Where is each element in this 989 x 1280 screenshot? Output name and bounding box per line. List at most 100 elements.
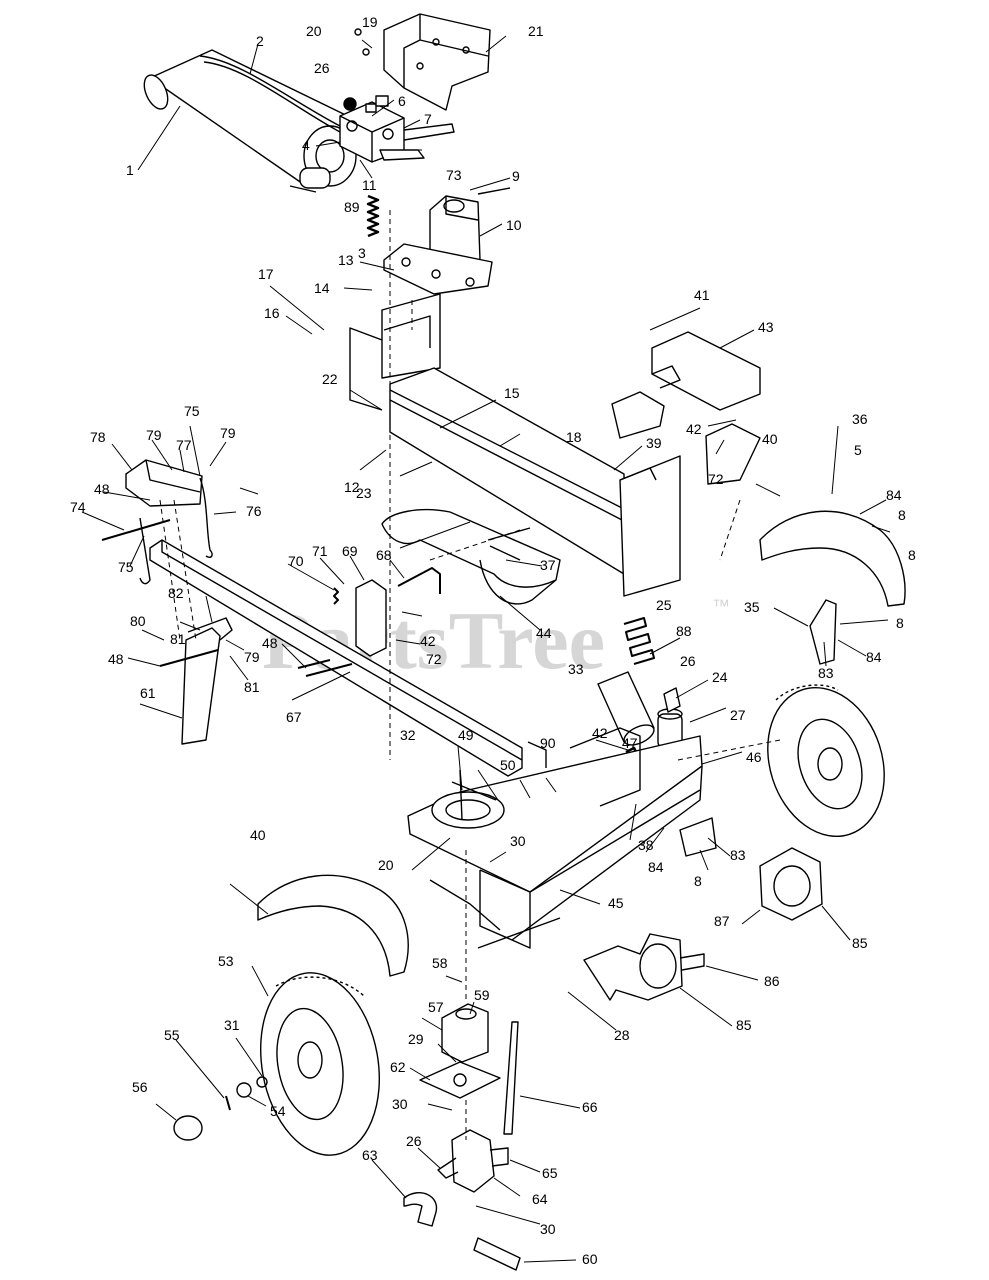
part-suction-hose — [403, 1192, 438, 1227]
part-fender-left — [257, 874, 409, 977]
callout-c38: 38 — [638, 837, 654, 853]
part-beam-bracket — [611, 331, 761, 485]
callout-c56: 56 — [132, 1079, 148, 1095]
callout-c86: 86 — [764, 973, 780, 989]
callout-c64: 64 — [532, 1191, 548, 1207]
callout-c41: 41 — [694, 287, 710, 303]
callout-c77: 77 — [176, 437, 192, 453]
callout-c22: 22 — [322, 371, 338, 387]
part-wheel-right — [767, 684, 885, 838]
callout-c50: 50 — [500, 757, 516, 773]
callout-c83b: 83 — [730, 847, 746, 863]
callout-c26a: 26 — [314, 60, 330, 76]
callout-c42a: 42 — [686, 421, 702, 437]
part-main-beam — [349, 293, 681, 597]
callout-labels: 1234567888891011121314151617181920202122… — [70, 14, 916, 1267]
callout-c89: 89 — [344, 199, 360, 215]
part-log-cradle — [381, 509, 561, 605]
parts-drawing — [81, 13, 906, 1271]
callout-c48a: 48 — [94, 481, 110, 497]
callout-c8a: 8 — [908, 547, 916, 563]
callout-c84c: 84 — [648, 859, 664, 875]
callout-c59: 59 — [474, 987, 490, 1003]
part-latch-block — [355, 579, 387, 657]
callout-c76: 76 — [246, 503, 262, 519]
callout-c55: 55 — [164, 1027, 180, 1043]
part-light-box-front — [583, 933, 705, 1001]
callout-c10: 10 — [506, 217, 522, 233]
callout-c20b: 20 — [378, 857, 394, 873]
callout-c19: 19 — [362, 14, 378, 30]
callout-c85b: 85 — [736, 1017, 752, 1033]
callout-c13: 13 — [338, 252, 354, 268]
callout-c57: 57 — [428, 999, 444, 1015]
part-pump-coupler — [657, 687, 683, 749]
callout-c48c: 48 — [262, 635, 278, 651]
callout-c35: 35 — [744, 599, 760, 615]
callout-c31: 31 — [224, 1017, 240, 1033]
callout-c9: 9 — [512, 168, 520, 184]
callout-c63: 63 — [362, 1147, 378, 1163]
callout-c12: 12 — [344, 479, 360, 495]
callout-c37: 37 — [540, 557, 556, 573]
callout-c75a: 75 — [118, 559, 134, 575]
part-wheel-left — [259, 972, 381, 1156]
callout-c65: 65 — [542, 1165, 558, 1181]
callout-c75b: 75 — [184, 403, 200, 419]
callout-c84a: 84 — [886, 487, 902, 503]
callout-c8d: 8 — [898, 507, 906, 523]
callout-c46: 46 — [746, 749, 762, 765]
callout-c32: 32 — [400, 727, 416, 743]
callout-c29: 29 — [408, 1031, 424, 1047]
callout-c45: 45 — [608, 895, 624, 911]
callout-c72a: 72 — [708, 471, 724, 487]
callout-c20a: 20 — [306, 23, 322, 39]
callout-c72b: 72 — [426, 651, 442, 667]
callout-c78: 78 — [90, 429, 106, 445]
callout-c83a: 83 — [818, 665, 834, 681]
part-hub-cap — [173, 1115, 203, 1141]
callout-c47: 47 — [622, 735, 638, 751]
callout-c48b: 48 — [108, 651, 124, 667]
part-hose — [199, 55, 351, 131]
part-fender-right — [759, 510, 906, 607]
part-light-box-right — [759, 847, 823, 921]
callout-c81b: 81 — [244, 679, 260, 695]
callout-c2: 2 — [256, 33, 264, 49]
callout-c30c: 30 — [540, 1221, 556, 1237]
callout-c4: 4 — [302, 137, 310, 153]
callout-c26b: 26 — [680, 653, 696, 669]
callout-c14: 14 — [314, 280, 330, 296]
callout-c7: 7 — [424, 111, 432, 127]
callout-c82: 82 — [168, 585, 184, 601]
watermark-trademark: ™ — [712, 596, 730, 616]
callout-c30a: 30 — [510, 833, 526, 849]
callout-c60: 60 — [582, 1251, 598, 1267]
callout-c81a: 81 — [170, 631, 186, 647]
callout-c74: 74 — [70, 499, 86, 515]
callout-c1: 1 — [126, 162, 134, 178]
part-pump-mount — [419, 1003, 501, 1099]
callout-c68: 68 — [376, 547, 392, 563]
callout-c43: 43 — [758, 319, 774, 335]
callout-c8c: 8 — [694, 873, 702, 889]
callout-c23: 23 — [356, 485, 372, 501]
callout-c15: 15 — [504, 385, 520, 401]
callout-c44: 44 — [536, 625, 552, 641]
part-mount-plate — [383, 243, 493, 295]
part-tongue-tube — [149, 539, 523, 777]
callout-c61: 61 — [140, 685, 156, 701]
callout-c70: 70 — [288, 553, 304, 569]
callout-c42b: 42 — [420, 633, 436, 649]
callout-c58: 58 — [432, 955, 448, 971]
callout-c39: 39 — [646, 435, 662, 451]
callout-c17: 17 — [258, 266, 274, 282]
callout-c40a: 40 — [762, 431, 778, 447]
callout-c67: 67 — [286, 709, 302, 725]
callout-c24: 24 — [712, 669, 728, 685]
callout-c27: 27 — [730, 707, 746, 723]
callout-c54: 54 — [270, 1103, 286, 1119]
callout-c79b: 79 — [220, 425, 236, 441]
callout-c42c: 42 — [592, 725, 608, 741]
callout-c79c: 79 — [244, 649, 260, 665]
